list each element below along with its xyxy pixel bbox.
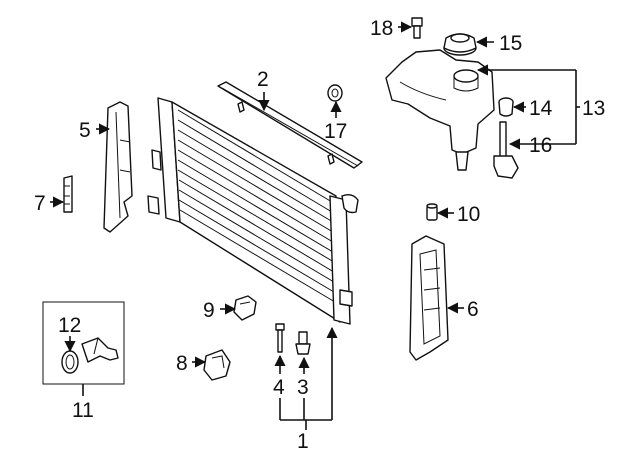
drain-plug <box>295 331 311 355</box>
expansion-tank <box>385 49 495 171</box>
radiator <box>147 97 359 325</box>
o-ring <box>61 350 79 374</box>
callout-3: 3 <box>297 376 309 399</box>
callout-9: 9 <box>203 299 215 322</box>
callout-16: 16 <box>529 134 552 157</box>
leader-lines <box>50 21 580 430</box>
callout-10: 10 <box>457 203 480 226</box>
callout-1: 1 <box>297 430 309 453</box>
clip <box>233 295 257 321</box>
sensor-cap <box>498 97 514 117</box>
grommet <box>327 84 343 102</box>
bolt <box>411 17 423 39</box>
callout-15: 15 <box>499 32 522 55</box>
drain-bolt <box>275 323 285 353</box>
callout-14: 14 <box>529 97 553 120</box>
callout-18: 18 <box>370 17 393 40</box>
callout-11: 11 <box>72 399 94 422</box>
callout-17: 17 <box>324 120 347 143</box>
seal-strip <box>217 81 363 169</box>
callout-6: 6 <box>467 298 479 321</box>
filler-cap <box>443 33 477 56</box>
left-air-guide <box>103 101 133 233</box>
bracket <box>63 175 73 213</box>
callout-12: 12 <box>58 314 81 337</box>
level-sensor <box>493 121 519 179</box>
callout-13: 13 <box>582 97 605 120</box>
callout-8: 8 <box>176 352 188 375</box>
callout-7: 7 <box>34 192 46 215</box>
plug <box>426 203 438 221</box>
callout-4: 4 <box>273 376 285 399</box>
right-air-guide <box>409 235 449 361</box>
hose-fitting <box>81 337 119 363</box>
callout-2: 2 <box>257 68 269 91</box>
mount <box>203 349 231 381</box>
callout-5: 5 <box>79 119 91 142</box>
